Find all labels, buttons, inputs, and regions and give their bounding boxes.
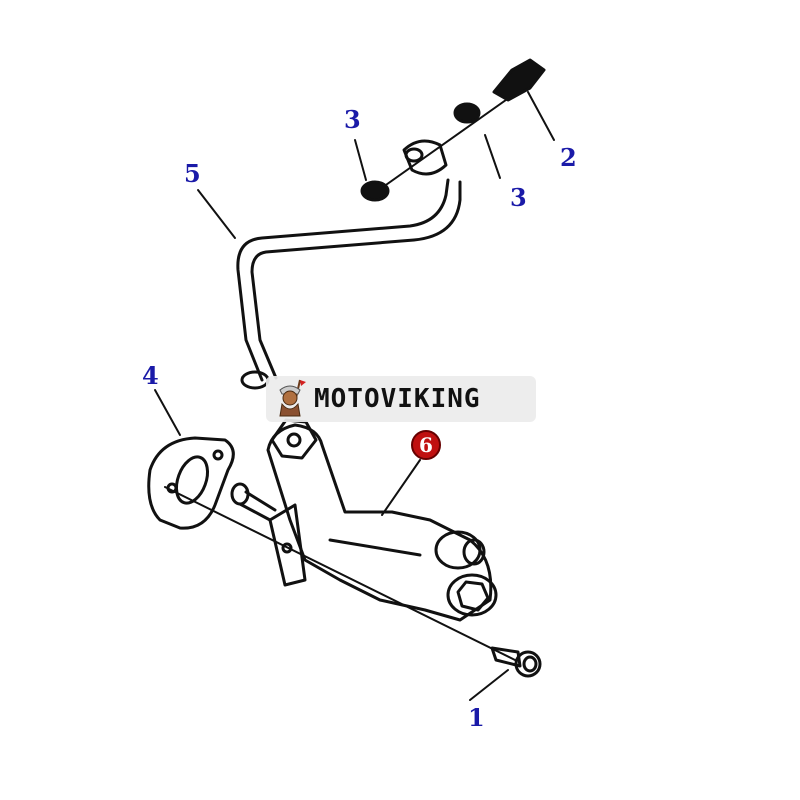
callout-5: 5 bbox=[184, 159, 201, 188]
callout-1: 1 bbox=[468, 703, 485, 732]
banjo-bolt bbox=[492, 58, 546, 102]
bolt bbox=[490, 646, 542, 678]
callout-3-right: 3 bbox=[510, 183, 527, 212]
callout-2: 2 bbox=[560, 143, 577, 172]
feed-pump-body bbox=[266, 418, 498, 622]
callout-3-left: 3 bbox=[344, 105, 361, 134]
mounting-gasket bbox=[147, 436, 235, 530]
callout-4: 4 bbox=[142, 361, 159, 390]
gasket-left bbox=[360, 180, 390, 202]
stud-bolt bbox=[230, 482, 277, 522]
watermark-banner: MOTOVIKING bbox=[266, 376, 536, 422]
fuel-pipe bbox=[236, 178, 462, 390]
banjo-fitting bbox=[402, 139, 448, 176]
viking-mascot-icon bbox=[279, 379, 306, 417]
watermark-text: MOTOVIKING bbox=[314, 384, 481, 414]
callout-6-highlighted: 6 bbox=[411, 430, 441, 460]
gasket-upper bbox=[453, 102, 481, 124]
